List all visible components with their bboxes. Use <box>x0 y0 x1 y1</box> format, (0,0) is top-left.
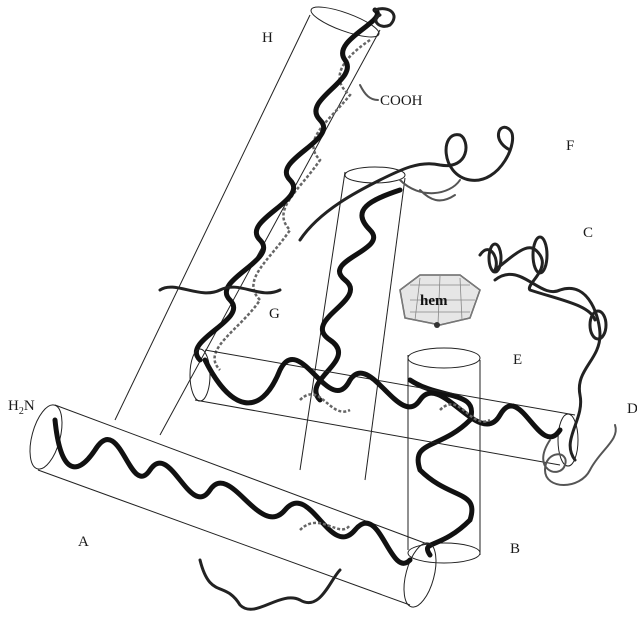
helix-f-label: F <box>566 138 574 154</box>
helix-h-cylinder <box>115 1 382 435</box>
helix-e-label: E <box>513 352 522 368</box>
helix-g-cylinder <box>300 167 405 480</box>
cooh-connector <box>360 85 378 100</box>
helix-g-ribbon <box>316 190 400 400</box>
helix-c-label: C <box>583 225 593 241</box>
helix-a-label: A <box>78 534 89 550</box>
ab-loop <box>200 560 340 609</box>
helix-h-ribbon-back <box>215 40 370 370</box>
helix-e-ribbon <box>410 380 472 555</box>
cd-loop <box>495 274 600 460</box>
heme-label: hem <box>420 293 448 309</box>
helix-d-label: D <box>627 401 637 417</box>
n-terminus-n: N <box>24 398 35 414</box>
f-helix-coil <box>400 180 460 200</box>
helix-a-ribbon <box>55 420 410 563</box>
n-terminus-label: H2N <box>8 398 35 417</box>
helix-b-label: B <box>510 541 520 557</box>
helix-h-label: H <box>262 30 273 46</box>
n-terminus-h: H <box>8 398 19 414</box>
cooh-label: COOH <box>380 93 423 109</box>
ef-loop <box>300 127 513 240</box>
c-helix-coil <box>480 248 595 320</box>
helix-g-label: G <box>269 306 280 322</box>
helix-b-ribbon <box>205 359 560 436</box>
